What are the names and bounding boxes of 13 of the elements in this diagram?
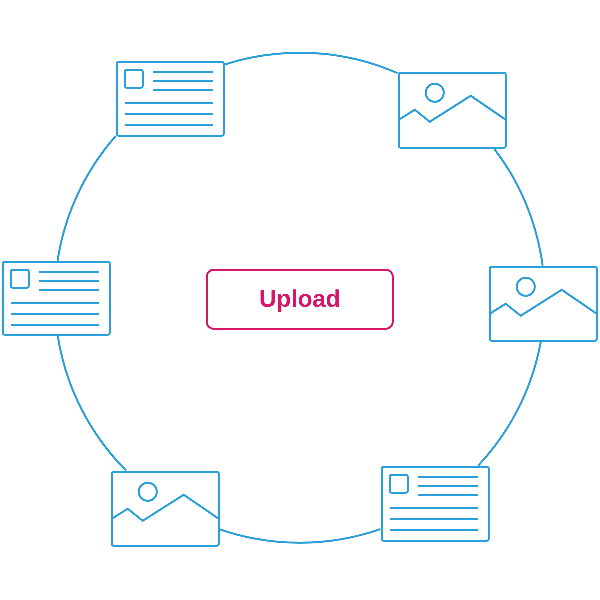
upload-button: Upload — [206, 269, 394, 330]
connector-arc — [220, 528, 382, 544]
connector-arc — [57, 336, 128, 472]
image-icon — [111, 471, 220, 547]
document-icon — [116, 61, 225, 137]
connector-arc — [478, 342, 542, 467]
document-icon — [381, 466, 490, 542]
image-icon — [489, 266, 598, 342]
connector-arc — [56, 136, 117, 262]
connector-arc — [224, 52, 398, 74]
document-icon — [2, 261, 111, 336]
connector-arc — [494, 148, 544, 266]
image-icon — [398, 72, 507, 149]
